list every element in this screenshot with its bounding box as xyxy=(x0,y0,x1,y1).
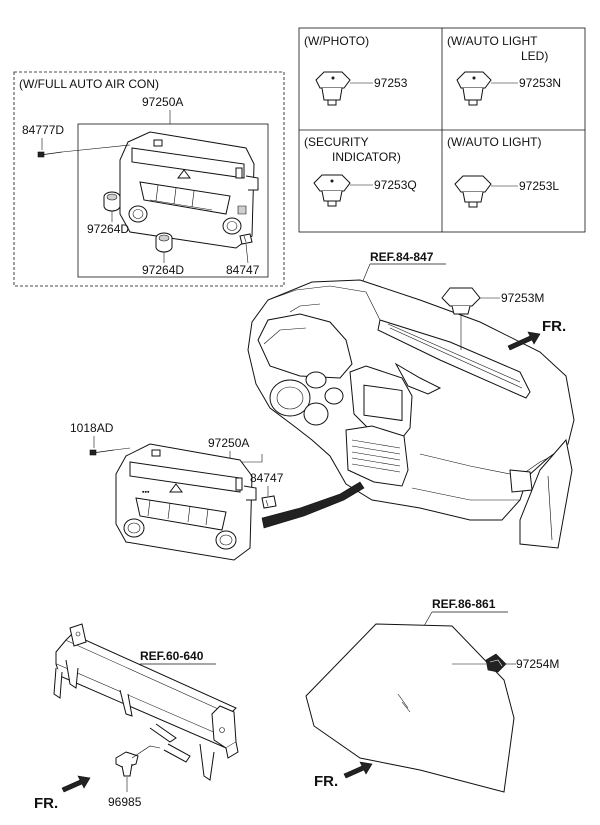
variant-auto-light-label: (W/AUTO LIGHT) xyxy=(447,135,541,149)
clip-84747-main-drawing xyxy=(261,495,277,509)
aircon-inner-frame xyxy=(77,123,269,278)
variant-auto-light-led-label-2: LED) xyxy=(521,49,548,63)
fr-arrow-windshield xyxy=(343,761,373,779)
installation-arrow xyxy=(261,481,365,529)
clip-84747-top-drawing xyxy=(239,233,253,245)
variant-security-label-1: (SECURITY xyxy=(304,135,369,149)
part-97250A-top: 97250A xyxy=(142,95,183,109)
sensor-variant-grid: (W/PHOTO) (W/AUTO LIGHT LED) (SECURITY I… xyxy=(298,27,586,233)
part-97254M: 97254M xyxy=(516,657,559,671)
part-97253L: 97253L xyxy=(519,179,559,193)
main-control-panel-drawing: ▪▪▪ xyxy=(115,443,257,561)
part-84747-main: 84747 xyxy=(250,471,284,485)
full-auto-aircon-group: (W/FULL AUTO AIR CON) 97250A 84777D xyxy=(13,71,285,287)
aircon-control-panel-drawing xyxy=(119,131,259,249)
sensor-97253L-drawing xyxy=(454,175,492,208)
screw-1018AD-drawing xyxy=(89,449,115,456)
fr-arrow-top xyxy=(507,331,541,351)
part-97264D-a: 97264D xyxy=(87,222,129,236)
full-auto-aircon-label: (W/FULL AUTO AIR CON) xyxy=(19,77,159,91)
part-97253: 97253 xyxy=(374,76,408,90)
part-97253Q: 97253Q xyxy=(374,178,417,192)
fr-label-bottom: FR. xyxy=(34,795,58,812)
sensor-97254M-drawing xyxy=(485,653,507,673)
fr-label-windshield: FR. xyxy=(314,773,338,790)
variant-auto-light-led-label-1: (W/AUTO LIGHT xyxy=(447,34,538,48)
screw-84777D-drawing xyxy=(37,151,63,158)
ref-86-861: REF.86-861 xyxy=(432,597,496,611)
part-96985: 96985 xyxy=(108,795,142,809)
cowl-cross-bar-drawing xyxy=(53,623,239,781)
part-97264D-b: 97264D xyxy=(142,263,184,277)
bracket-96985-drawing xyxy=(115,745,161,777)
ref-60-640: REF.60-640 xyxy=(140,649,204,663)
part-84747-top: 84747 xyxy=(226,263,260,277)
part-97253N: 97253N xyxy=(519,76,561,90)
sensor-97253Q-drawing xyxy=(313,174,351,207)
part-97250A-main: 97250A xyxy=(208,436,249,450)
knob-97264D-a-drawing xyxy=(103,191,121,212)
full-auto-aircon-frame xyxy=(13,71,285,287)
windshield-drawing xyxy=(305,623,515,793)
crash-pad-drawing xyxy=(247,279,575,549)
part-84777D: 84777D xyxy=(22,123,64,137)
ref-84-847: REF.84-847 xyxy=(370,250,434,264)
sensor-97253N-drawing xyxy=(456,71,492,106)
fr-label-top: FR. xyxy=(542,318,566,335)
knob-97264D-b-drawing xyxy=(155,232,173,253)
part-1018AD: 1018AD xyxy=(70,421,114,435)
variant-photo-label: (W/PHOTO) xyxy=(304,34,369,48)
fr-arrow-bottom xyxy=(61,775,91,793)
svg-text:▪▪▪: ▪▪▪ xyxy=(142,489,150,496)
sensor-97253-drawing xyxy=(315,71,351,106)
variant-security-label-2: INDICATOR) xyxy=(332,150,401,164)
part-97253M: 97253M xyxy=(501,291,544,305)
